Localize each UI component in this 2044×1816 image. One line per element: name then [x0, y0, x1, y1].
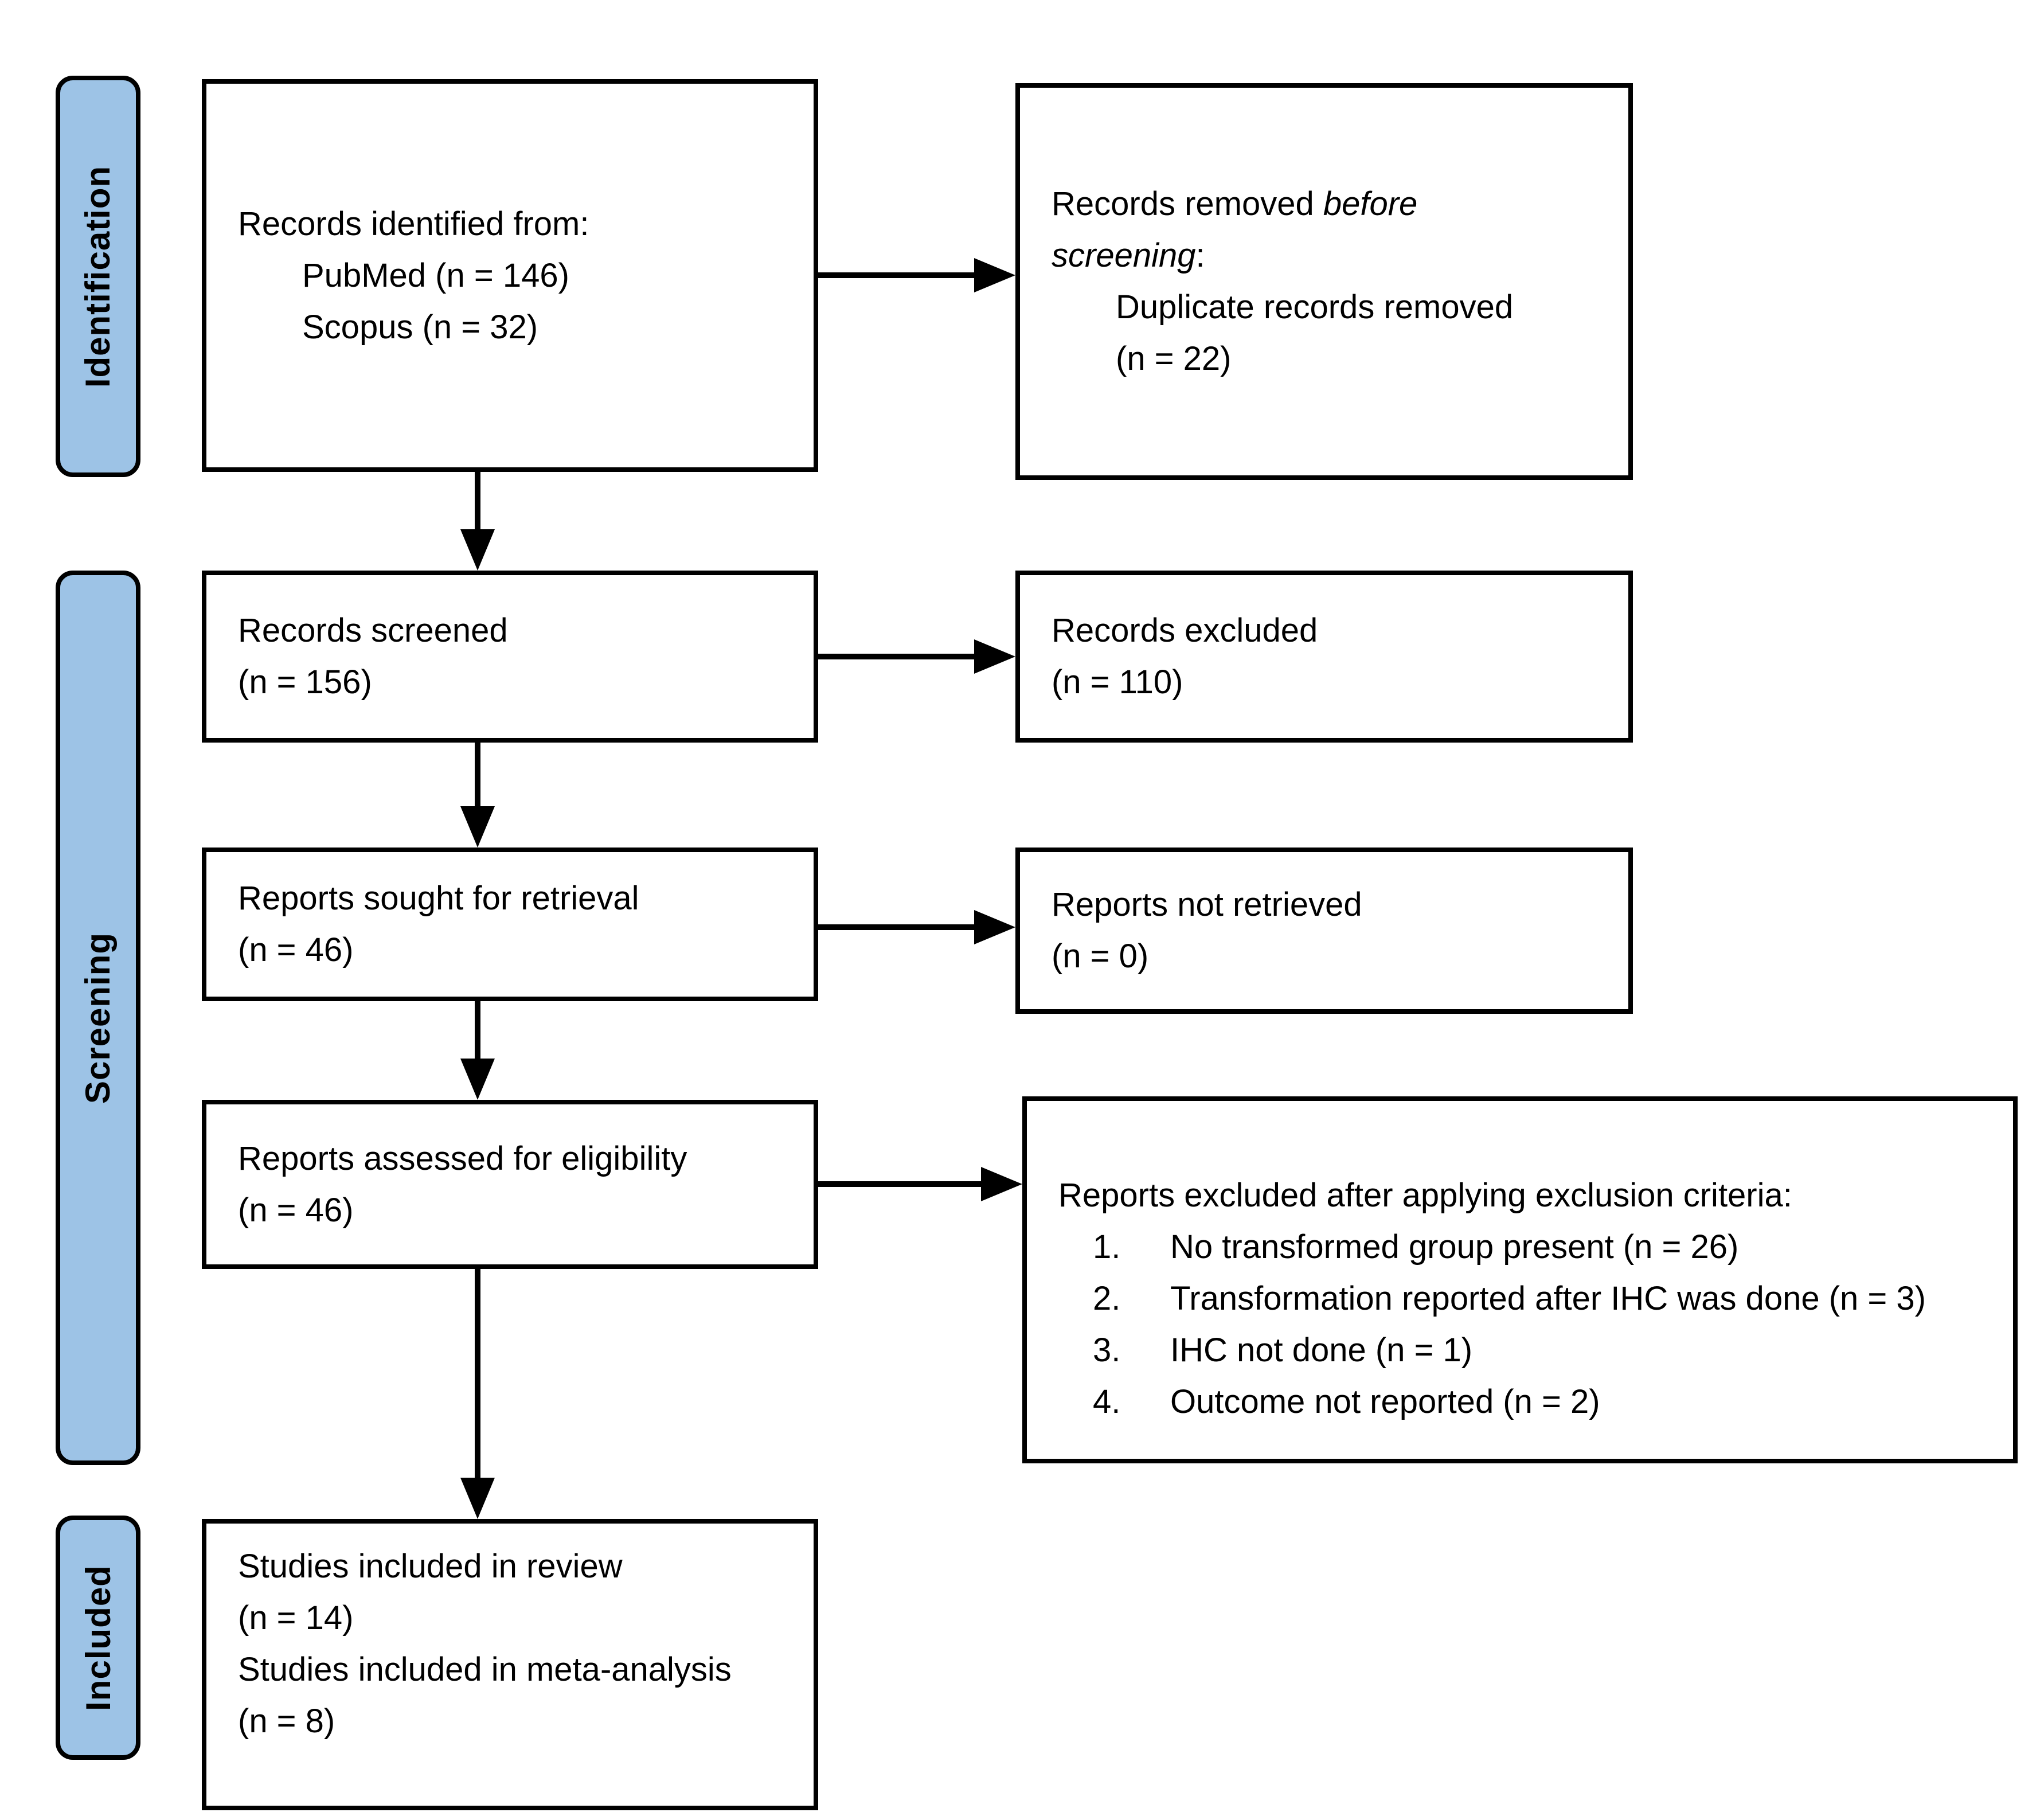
records-screened-count: (n = 156) — [238, 663, 372, 701]
box-reports-assessed: Reports assessed for eligibility (n = 46… — [202, 1100, 818, 1269]
exclusion-item-4-text: Outcome not reported (n = 2) — [1170, 1383, 1600, 1420]
stage-tab-screening: Screening — [56, 571, 140, 1465]
reports-sought-title: Reports sought for retrieval — [238, 880, 639, 917]
reports-assessed-title: Reports assessed for eligibility — [238, 1139, 687, 1177]
box-records-removed: Records removed before screening: Duplic… — [1015, 83, 1633, 480]
records-screened-title: Records screened — [238, 612, 508, 649]
records-identified-title: Records identified from: — [238, 205, 589, 243]
reports-not-retrieved-title: Reports not retrieved — [1052, 886, 1362, 923]
arrow-identified-to-screened — [475, 472, 480, 529]
stage-label-identification: Identification — [79, 165, 118, 388]
records-removed-italic-before: before — [1323, 185, 1418, 222]
box-reports-sought: Reports sought for retrieval (n = 46) — [202, 848, 818, 1001]
studies-included-meta: Studies included in meta-analysis — [238, 1651, 732, 1688]
box-records-screened: Records screened (n = 156) — [202, 571, 818, 743]
stage-tab-included: Included — [56, 1516, 140, 1760]
arrow-identified-to-removed — [818, 272, 974, 278]
records-removed-line-2: screening: — [1052, 230, 1597, 282]
records-removed-italic-screening: screening — [1052, 237, 1196, 274]
arrow-screened-to-excluded — [818, 654, 974, 659]
arrow-sought-to-assessed — [475, 1001, 480, 1059]
exclusion-item-1-number: 1. — [1093, 1228, 1121, 1266]
studies-included-meta-count: (n = 8) — [238, 1702, 335, 1740]
records-excluded-title: Records excluded — [1052, 612, 1318, 649]
records-removed-line-1: Records removed before — [1052, 178, 1597, 230]
exclusion-item-2-number: 2. — [1093, 1280, 1121, 1317]
records-removed-text: Records removed — [1052, 185, 1323, 222]
records-removed-colon: : — [1195, 237, 1205, 274]
records-removed-count: (n = 22) — [1116, 340, 1232, 377]
box-reports-not-retrieved: Reports not retrieved (n = 0) — [1015, 848, 1633, 1014]
reports-not-retrieved-count: (n = 0) — [1052, 938, 1149, 975]
exclusion-item-4: 4. Outcome not reported (n = 2) — [1058, 1376, 1982, 1428]
records-identified-source-scopus: Scopus (n = 32) — [302, 308, 538, 346]
exclusion-item-1-text: No transformed group present (n = 26) — [1170, 1228, 1739, 1266]
records-excluded-count: (n = 110) — [1052, 663, 1183, 701]
exclusion-criteria-list: 1. No transformed group present (n = 26)… — [1058, 1221, 1982, 1428]
exclusion-item-3-number: 3. — [1093, 1331, 1121, 1369]
stage-tab-identification: Identification — [56, 76, 140, 477]
box-reports-excluded: Reports excluded after applying exclusio… — [1022, 1096, 2018, 1463]
exclusion-item-3: 3. IHC not done (n = 1) — [1058, 1325, 1982, 1376]
studies-included-review: Studies included in review — [238, 1548, 623, 1585]
arrow-assessed-to-included — [475, 1269, 480, 1478]
exclusion-item-3-text: IHC not done (n = 1) — [1170, 1331, 1473, 1369]
box-records-excluded: Records excluded (n = 110) — [1015, 571, 1633, 743]
exclusion-item-2: 2. Transformation reported after IHC was… — [1058, 1273, 1982, 1325]
arrow-screened-to-sought — [475, 743, 480, 806]
box-records-identified: Records identified from: PubMed (n = 146… — [202, 79, 818, 472]
exclusion-item-4-number: 4. — [1093, 1383, 1121, 1420]
studies-included-review-count: (n = 14) — [238, 1599, 354, 1637]
stage-label-screening: Screening — [79, 932, 118, 1104]
exclusion-item-2-text: Transformation reported after IHC was do… — [1170, 1280, 1926, 1317]
records-removed-reason: Duplicate records removed — [1116, 288, 1514, 326]
reports-excluded-title: Reports excluded after applying exclusio… — [1058, 1177, 1792, 1214]
box-studies-included: Studies included in review (n = 14) Stud… — [202, 1519, 818, 1810]
records-identified-source-pubmed: PubMed (n = 146) — [302, 256, 569, 294]
arrow-sought-to-not-retrieved — [818, 924, 974, 930]
reports-sought-count: (n = 46) — [238, 931, 354, 968]
exclusion-item-1: 1. No transformed group present (n = 26) — [1058, 1221, 1982, 1273]
stage-label-included: Included — [79, 1564, 118, 1711]
arrow-assessed-to-excluded — [818, 1181, 981, 1187]
reports-assessed-count: (n = 46) — [238, 1191, 354, 1229]
